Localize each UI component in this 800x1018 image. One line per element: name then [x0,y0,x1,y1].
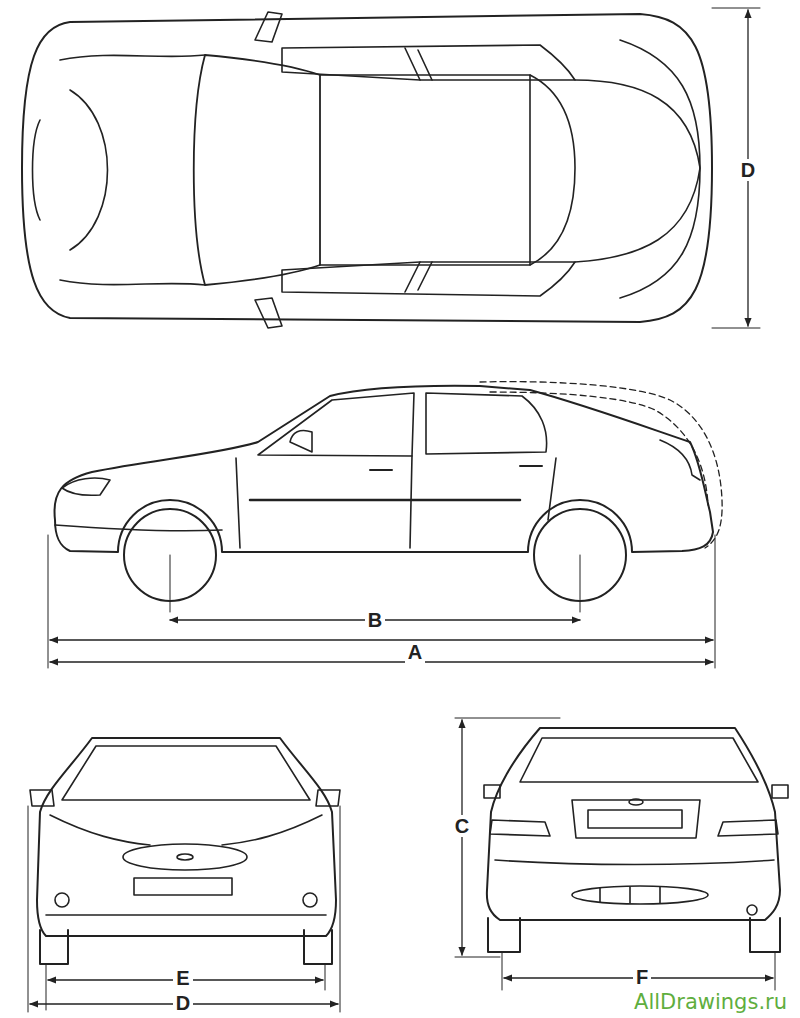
dimension-letter: D [173,992,193,1014]
dimension-letter: A [405,641,425,663]
rear-view [455,718,788,990]
dimension-letter: F [633,966,651,988]
watermark: AllDrawings.ru [631,991,790,1014]
dimension-letter: C [452,815,472,837]
dimension-letter: E [173,967,192,989]
front-view [28,738,340,1012]
side-view [48,382,722,668]
top-view [22,8,760,328]
dimension-letter: D [738,159,758,181]
dimension-letter: B [365,609,385,631]
